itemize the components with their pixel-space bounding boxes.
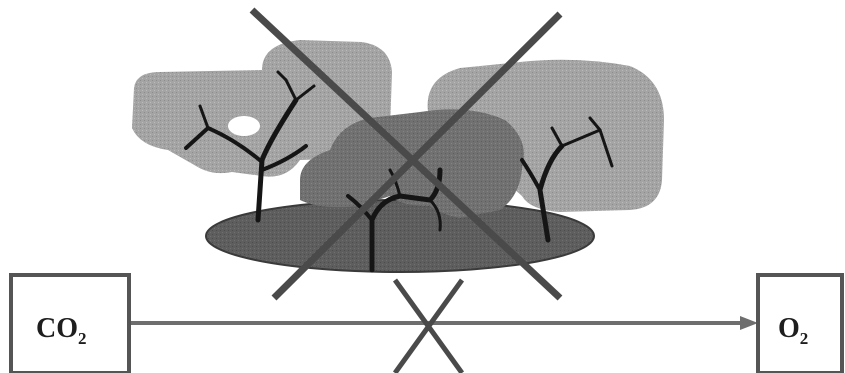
- co2-label: CO: [36, 313, 78, 344]
- o2-subscript: 2: [800, 329, 809, 348]
- canopy-gap: [228, 116, 260, 136]
- tree-cluster-icon: [132, 40, 664, 272]
- arrowhead-icon: [740, 316, 758, 330]
- co2-box: CO2: [11, 275, 129, 373]
- o2-label: O: [778, 313, 800, 344]
- co2-subscript: 2: [78, 329, 87, 348]
- flow-cross-out-icon: [395, 280, 462, 373]
- flow-arrow: [131, 316, 758, 330]
- o2-box: O2: [758, 275, 842, 373]
- ground-patch: [206, 200, 594, 272]
